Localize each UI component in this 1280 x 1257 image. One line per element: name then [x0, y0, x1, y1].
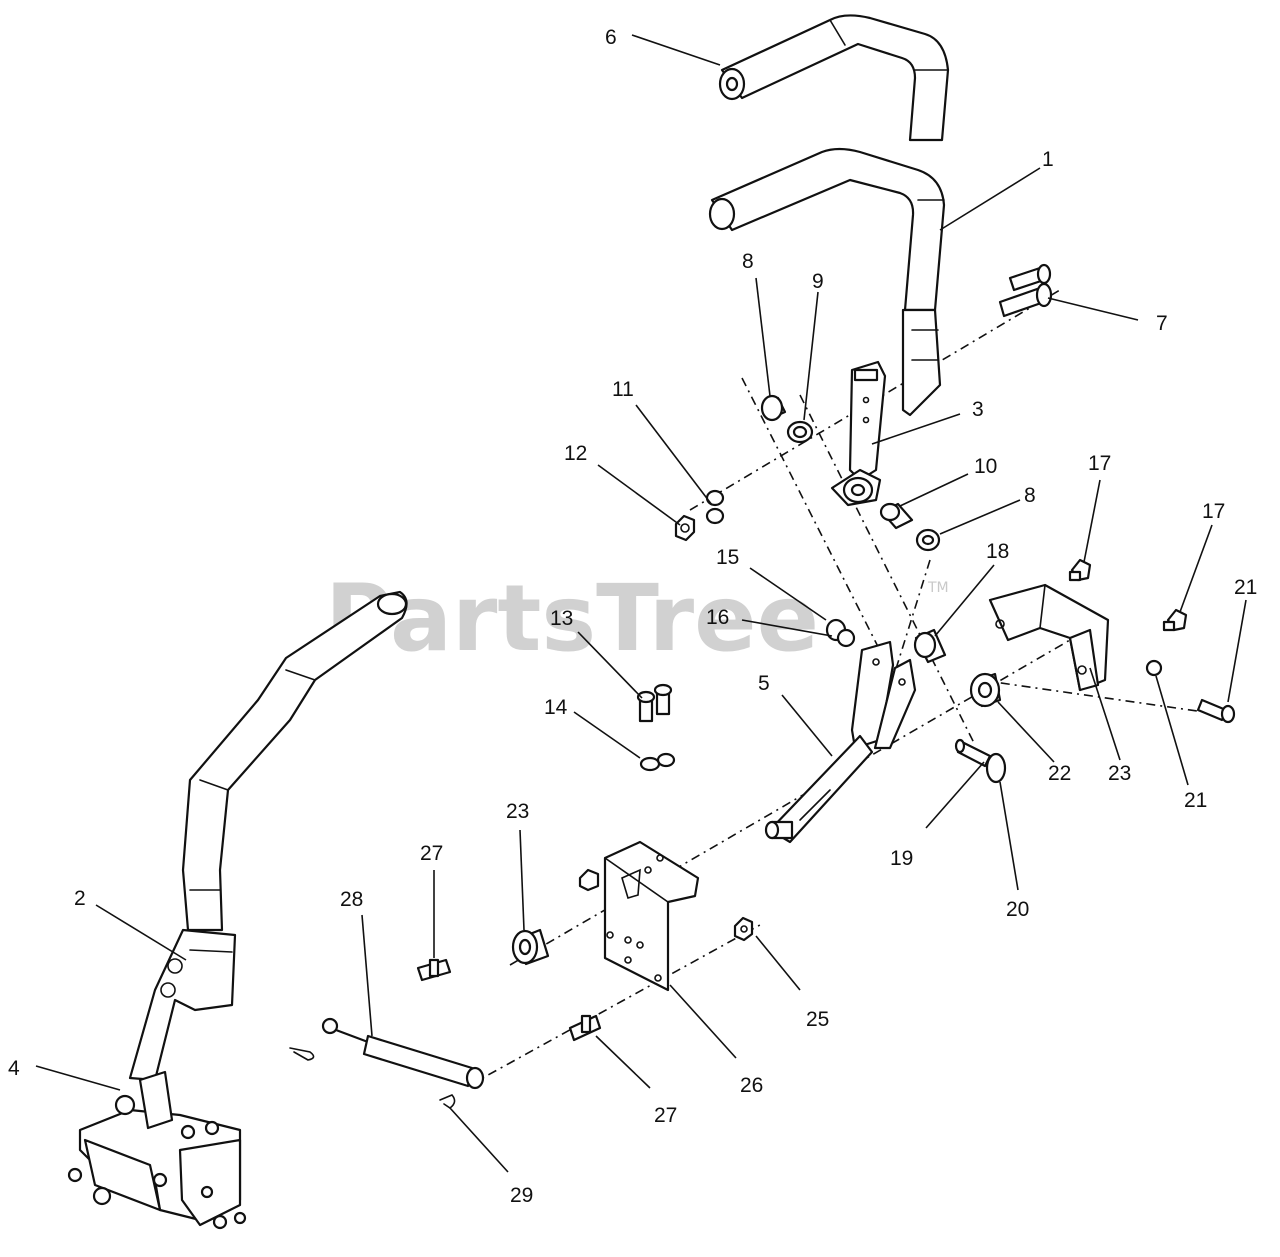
part-7-pins [998, 263, 1053, 318]
part-3-lever-arm [830, 360, 887, 507]
callout-12: 12 [564, 442, 587, 465]
callout-26: 26 [740, 1074, 763, 1097]
callout-28: 28 [340, 888, 363, 911]
assembly-axis-lines [469, 289, 1226, 1086]
callout-8-lower: 8 [1024, 484, 1036, 507]
part-18-bushing [913, 628, 947, 664]
callout-numbers: 6 1 8 9 7 11 3 12 10 8 17 17 18 15 21 16… [8, 26, 1257, 1207]
callout-25: 25 [806, 1008, 829, 1031]
callout-27-lower: 27 [654, 1104, 677, 1127]
part-5-pivot-bracket [764, 640, 917, 844]
callout-4: 4 [8, 1057, 20, 1080]
callout-27-upper: 27 [420, 842, 443, 865]
callout-7: 7 [1156, 312, 1168, 335]
part-12-nut [674, 514, 696, 542]
callout-22: 21 [1234, 576, 1257, 599]
callout-17-left: 17 [1088, 452, 1111, 475]
part-6-handle [718, 14, 950, 142]
callout-15: 15 [716, 546, 739, 569]
part-1-handle [708, 147, 946, 417]
callout-9: 9 [812, 270, 824, 293]
callout-13: 13 [550, 607, 573, 630]
part-20-cap [985, 752, 1007, 784]
callout-16: 16 [706, 606, 729, 629]
part-27-studs [416, 958, 602, 1042]
callout-21: 21 [1184, 789, 1207, 812]
callout-29: 29 [510, 1184, 533, 1207]
callout-14: 14 [544, 696, 568, 719]
callout-3: 3 [972, 398, 984, 421]
callout-23-upper: 22 [1048, 762, 1071, 785]
part-8-bushing-lower [915, 528, 941, 552]
part-11-washers [705, 489, 725, 525]
part-21-nut [1145, 659, 1163, 677]
part-2-handle [128, 590, 408, 1082]
part-4-base-assembly [67, 1070, 247, 1230]
part-17-bolts [1068, 558, 1188, 632]
callout-17-right: 17 [1202, 500, 1225, 523]
callout-1: 1 [1042, 148, 1054, 171]
watermark-trademark: TM [927, 580, 949, 596]
part-22-bolt [1196, 698, 1236, 724]
part-19-bolt [954, 738, 992, 768]
part-8-bushing-upper [760, 394, 787, 422]
callout-18: 18 [986, 540, 1009, 563]
part-23-bushing-upper [969, 672, 1002, 708]
callout-6: 6 [605, 26, 617, 49]
part-25-nut [578, 868, 754, 942]
part-10-spacer [879, 502, 914, 530]
part-14-washers [639, 752, 676, 772]
callout-11: 11 [612, 378, 634, 401]
watermark-text: PartsTree [325, 565, 819, 672]
callout-24: 23 [1108, 762, 1131, 785]
watermark: PartsTree TM [325, 565, 949, 672]
callout-20: 20 [1006, 898, 1029, 921]
part-9-washer [786, 420, 814, 444]
part-15-16-nut-washer [825, 618, 856, 648]
callout-19: 19 [890, 847, 913, 870]
part-24-u-bracket [988, 583, 1110, 692]
part-23-bushing-lower [511, 928, 550, 966]
part-26-mounting-plate [603, 840, 700, 992]
callout-8-upper: 8 [742, 250, 754, 273]
callout-2: 2 [74, 887, 86, 910]
part-28-damper [321, 1017, 485, 1090]
part-13-bolts [636, 683, 673, 723]
callout-5: 5 [758, 672, 770, 695]
leader-lines [35, 34, 1247, 1173]
callout-23-lower: 23 [506, 800, 529, 823]
callout-10: 10 [974, 455, 997, 478]
